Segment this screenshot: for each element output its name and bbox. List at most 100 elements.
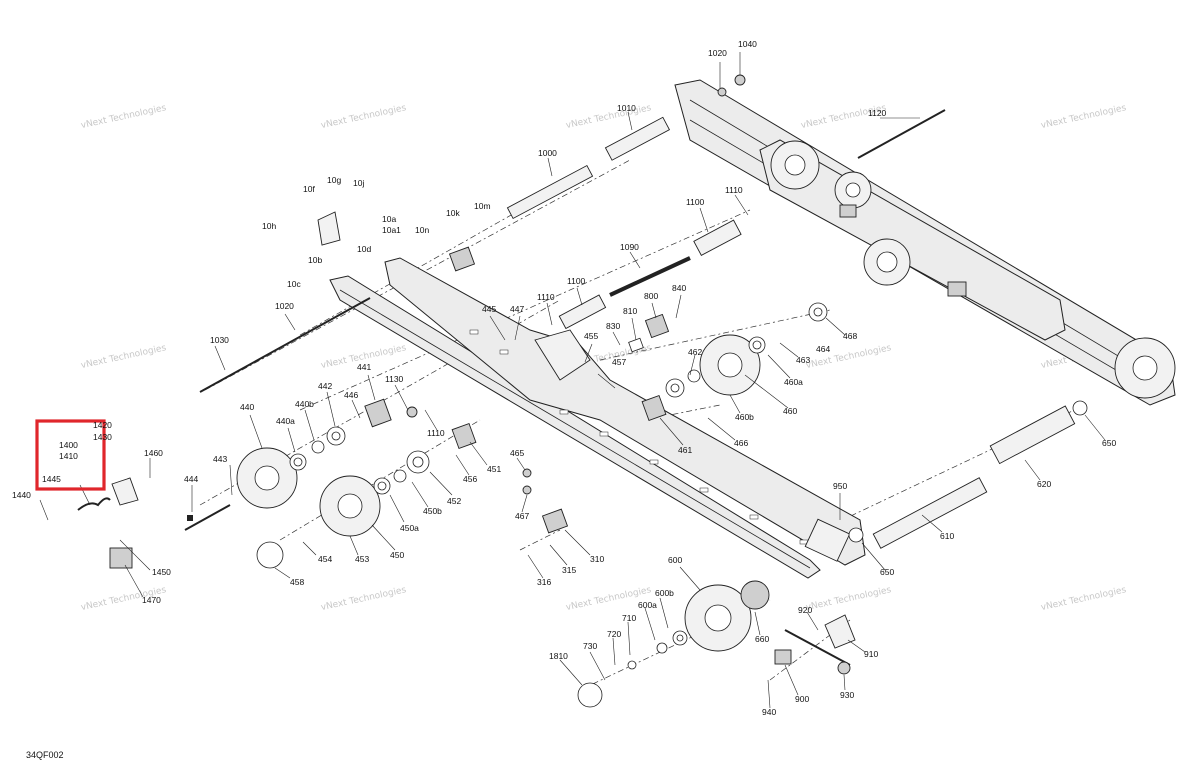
callout-label: 453 — [355, 554, 369, 564]
rail-end-bracket — [804, 518, 851, 562]
callout-label: 660 — [755, 634, 769, 644]
callout-label: 930 — [840, 690, 854, 700]
callout-label: 468 — [843, 331, 857, 341]
highlight-box — [35, 419, 106, 491]
callout-label: 315 — [562, 565, 576, 575]
callout-label: 1470 — [142, 595, 161, 605]
callout-label: 1120 — [868, 108, 887, 118]
callout-label: 440b — [295, 399, 314, 409]
callout-label: 10h — [262, 221, 276, 231]
callout-label: 800 — [644, 291, 658, 301]
callout-label: 446 — [344, 390, 358, 400]
callout-label: 610 — [940, 531, 954, 541]
callout-label: 10c — [287, 279, 301, 289]
bracket-1470 — [109, 547, 133, 569]
callout-label: 810 — [623, 306, 637, 316]
callout-label: 1440 — [12, 490, 31, 500]
callout-label: 445 — [482, 304, 496, 314]
callout-label: 10k — [446, 208, 460, 218]
tube-1010 — [604, 116, 671, 161]
shaft-610 — [872, 477, 988, 549]
rear-frame-assembly — [674, 79, 1176, 406]
shaft-1000 — [506, 164, 594, 220]
callout-label: 1010 — [617, 103, 636, 113]
callout-label: 441 — [357, 362, 371, 372]
callout-label: 466 — [734, 438, 748, 448]
pivot-block-461 — [641, 394, 667, 422]
callout-label: 1100 — [686, 197, 705, 207]
callout-label: 1000 — [538, 148, 557, 158]
pivot-block-446 — [364, 398, 392, 428]
hardware — [77, 74, 1088, 675]
callout-label: 950 — [833, 481, 847, 491]
callout-label: 455 — [584, 331, 598, 341]
callout-label: 1130 — [385, 374, 404, 384]
cap-458 — [256, 541, 284, 569]
callout-label: 458 — [290, 577, 304, 587]
callout-label: 447 — [510, 304, 524, 314]
callout-label: 900 — [795, 694, 809, 704]
callout-label: 316 — [537, 577, 551, 587]
callout-label: 462 — [688, 347, 702, 357]
callout-label: 730 — [583, 641, 597, 651]
callout-label: 1020 — [275, 301, 294, 311]
watermark: vNext Technologies — [565, 103, 652, 131]
callout-label: 464 — [816, 344, 830, 354]
leader-lines — [39, 52, 1106, 709]
bolt-1120 — [857, 109, 946, 159]
watermark: vNext Technologies — [80, 103, 167, 131]
callout-label: 10a — [382, 214, 396, 224]
callout-label: 10a1 — [382, 225, 401, 235]
block-900 — [774, 649, 792, 665]
callout-label: 1420 — [93, 420, 112, 430]
callout-label: 650 — [880, 567, 894, 577]
callout-label: 920 — [798, 605, 812, 615]
watermark: vNext Technologies — [1040, 103, 1127, 131]
callout-label: 1100 — [567, 276, 586, 286]
callout-label: 450 — [390, 550, 404, 560]
spacer-660 — [740, 580, 770, 610]
tube-620 — [989, 405, 1076, 465]
rail-mount-plate — [534, 329, 591, 381]
callout-label: 10j — [353, 178, 364, 188]
slide-rail-outer — [329, 275, 821, 579]
shaft-920 — [784, 629, 851, 666]
cap-1810 — [577, 682, 603, 708]
callout-label: 10f — [303, 184, 315, 194]
callout-label: 910 — [864, 649, 878, 659]
callout-label: 1030 — [210, 335, 229, 345]
callout-label: 10b — [308, 255, 322, 265]
callout-label: 463 — [796, 355, 810, 365]
callout-label: 1810 — [549, 651, 568, 661]
bolt-444 — [184, 504, 231, 531]
bracket-910 — [824, 614, 856, 649]
callout-label: 460 — [783, 406, 797, 416]
callout-label: 1110 — [427, 428, 445, 438]
shafts — [184, 109, 1076, 666]
callout-labels: 1040 1020 1010 1120 1000 1110 1100 10g 1… — [12, 39, 1116, 717]
watermark: vNext Technologies — [320, 103, 407, 131]
callout-label: 10g — [327, 175, 341, 185]
callout-label: 720 — [607, 629, 621, 639]
callout-label: 10d — [357, 244, 371, 254]
callout-label: 1430 — [93, 432, 112, 442]
callout-label: 310 — [590, 554, 604, 564]
callout-label: 600b — [655, 588, 674, 598]
callout-label: 440 — [240, 402, 254, 412]
callout-label: 456 — [463, 474, 477, 484]
callout-label: 1460 — [144, 448, 163, 458]
bolt-1030 — [199, 297, 371, 393]
callout-label: 461 — [678, 445, 692, 455]
watermarks: vNext Technologies vNext Technologies vN… — [80, 103, 1127, 613]
tube-1100-upper — [693, 219, 742, 257]
callout-label: 10n — [415, 225, 429, 235]
callout-label: 1110 — [537, 292, 555, 302]
callout-label: 450b — [423, 506, 442, 516]
callout-label: 440a — [276, 416, 295, 426]
callout-label: 940 — [762, 707, 776, 717]
callout-label: 650 — [1102, 438, 1116, 448]
shaft-1090 — [609, 256, 691, 297]
callout-label: 600 — [668, 555, 682, 565]
callout-label: 830 — [606, 321, 620, 331]
